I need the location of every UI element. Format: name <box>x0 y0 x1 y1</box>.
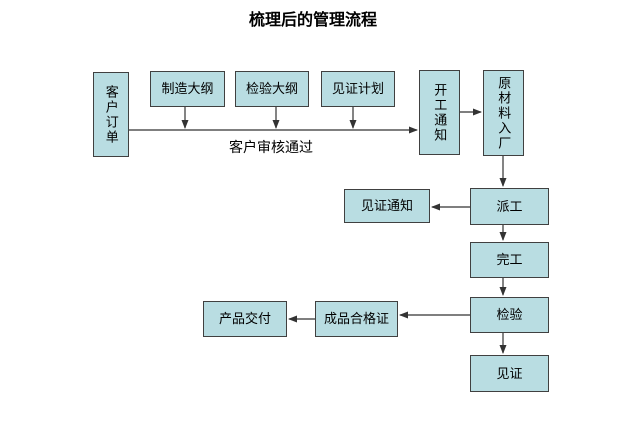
node-completion: 完工 <box>470 242 549 278</box>
page-title: 梳理后的管理流程 <box>248 12 377 29</box>
node-start-work-notice: 开工通知 <box>419 70 460 155</box>
node-customer-order: 客户订单 <box>93 72 129 157</box>
node-witness-notice: 见证通知 <box>344 189 430 223</box>
node-manufacturing-outline: 制造大纲 <box>150 71 225 107</box>
node-witness: 见证 <box>470 355 549 392</box>
edge-label-customer-review-passed: 客户审核通过 <box>229 139 313 155</box>
node-product-delivery: 产品交付 <box>203 301 287 337</box>
node-inspection: 检验 <box>470 297 549 333</box>
node-dispatch-work: 派工 <box>470 188 549 225</box>
node-inspection-outline: 检验大纲 <box>235 71 309 107</box>
node-raw-material-entry: 原材料入厂 <box>483 70 524 156</box>
node-finished-product-cert: 成品合格证 <box>315 301 398 337</box>
node-witness-plan: 见证计划 <box>321 71 395 107</box>
